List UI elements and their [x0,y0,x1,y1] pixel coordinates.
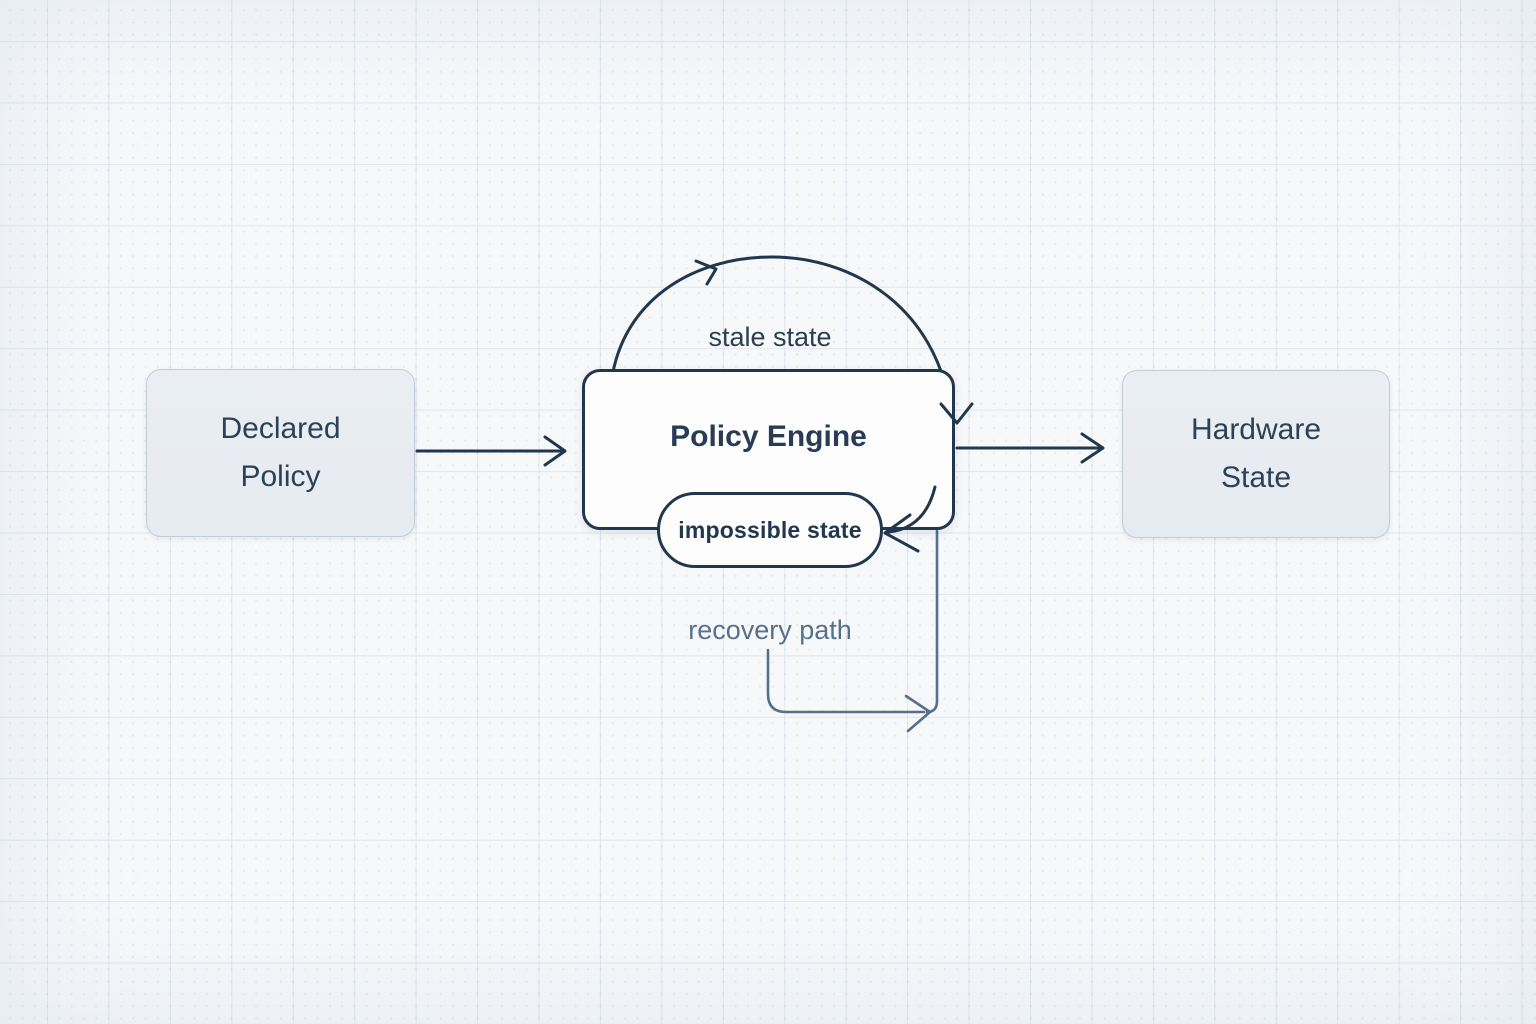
edge-label-stale-state: stale state [708,322,832,352]
node-label: impossible state [678,516,862,543]
arrowhead-right-icon [904,694,932,733]
node-label-line: Declared [220,412,341,445]
arrowhead-right-icon [543,435,567,467]
edge-recovery-path [766,648,926,714]
edge-label-recovery-path: recovery path [688,615,852,645]
node-declared-policy[interactable]: Declared Policy [146,369,415,537]
node-label-line: Policy [240,460,321,493]
node-hardware-state[interactable]: Hardware State [1122,370,1390,538]
node-impossible-state[interactable]: impossible state [657,492,883,568]
arrowhead-right-icon [1080,432,1105,464]
arrowhead-along-arc-icon [694,259,718,286]
node-label-line: Hardware [1190,413,1322,446]
node-label-line: State [1220,461,1292,494]
node-label: Policy Engine [670,420,867,453]
edge-recovery-drop [925,529,939,714]
